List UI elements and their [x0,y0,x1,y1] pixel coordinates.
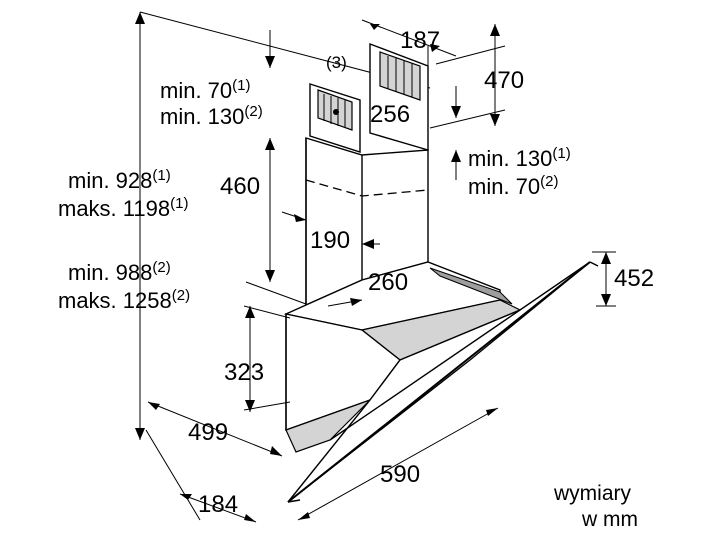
label-256: 256 [370,101,410,128]
dim-187-arrow [370,24,380,30]
glass-bottom-corner [287,499,301,503]
label-min928: min. 928(1) [68,167,171,193]
upper-chimney-vent [379,51,421,101]
label-min988: min. 988(2) [68,259,171,285]
label-190: 190 [310,227,350,254]
glass-inner-line [329,309,521,441]
label-470: 470 [484,67,524,94]
dim-499-arrow-a [148,402,160,410]
chimney-overlap-line [305,179,429,197]
dim-499-ext [243,401,291,411]
dim-323-ext [243,305,291,319]
dim-460-arrow-bot [265,270,275,282]
label-184: 184 [198,491,238,518]
dim-460-arrow-top [265,138,275,150]
dim-323-arrow-bot [245,400,255,412]
dim-452-arrow-bot [601,294,611,306]
label-maks1258: maks. 1258(2) [58,287,190,313]
hood-body [139,11,599,503]
dim-260-arrow [350,298,362,306]
hood-bottom-shade [285,399,371,453]
dim-470-arrow-top [490,24,500,36]
dim-470-ext-top [435,45,506,65]
dim-190-arrow [294,214,306,222]
dim-470-arrow-bot [490,114,500,126]
label-590: 590 [380,461,420,488]
dim-470-ext [429,109,506,129]
dimension-lines [135,12,616,523]
label-260: 260 [368,269,408,296]
label-maks1198: maks. 1198(1) [58,195,188,221]
dim-256-arrow [451,106,461,118]
dim-260-line [245,281,307,305]
label-499: 499 [188,419,228,446]
bracket-screw [333,109,339,115]
glass-front-edge [287,261,591,503]
dim-452-arrow-top [601,252,611,264]
label-187: 187 [400,27,440,54]
hood-top-highlight [429,267,513,305]
label-452: 452 [614,265,654,292]
label-bracket-3: (3) [326,53,347,72]
dim-499-line [147,401,283,457]
label-460: 460 [220,173,260,200]
dim-323-arrow-top [245,306,255,318]
glass-top-corner [589,261,599,267]
dim-184-arrow-b [244,514,256,522]
label-min70-a: min. 70(1) [160,77,251,103]
dimension-labels: 187 470 256 (3) min. 70(1) min. 130(2) m… [58,27,654,531]
dim-184-line [179,493,257,523]
dim-590-line [297,407,499,521]
caption-line-2: w mm [581,508,638,531]
dim-499-arrow-b [270,446,282,456]
label-min70-b: min. 70(2) [468,173,559,199]
caption-line-1: wymiary [553,482,631,505]
dim-min130b-arrow [451,150,461,162]
upper-vent-slots [387,56,413,97]
dim-190-arrow-b [362,239,374,249]
dim-187-arrow-b [430,44,440,52]
dim-min70a-arrow [265,56,275,68]
dim-590-arrow-a [298,512,310,520]
label-323: 323 [224,359,264,386]
dim-928-arrow-top [135,12,145,24]
label-min130-b: min. 130(1) [468,145,571,171]
label-min130-a: min. 130(2) [160,103,263,129]
dim-928-arrow-bot [135,428,145,440]
dim-590-arrow-b [486,408,498,416]
dim-184-ext [145,429,201,521]
